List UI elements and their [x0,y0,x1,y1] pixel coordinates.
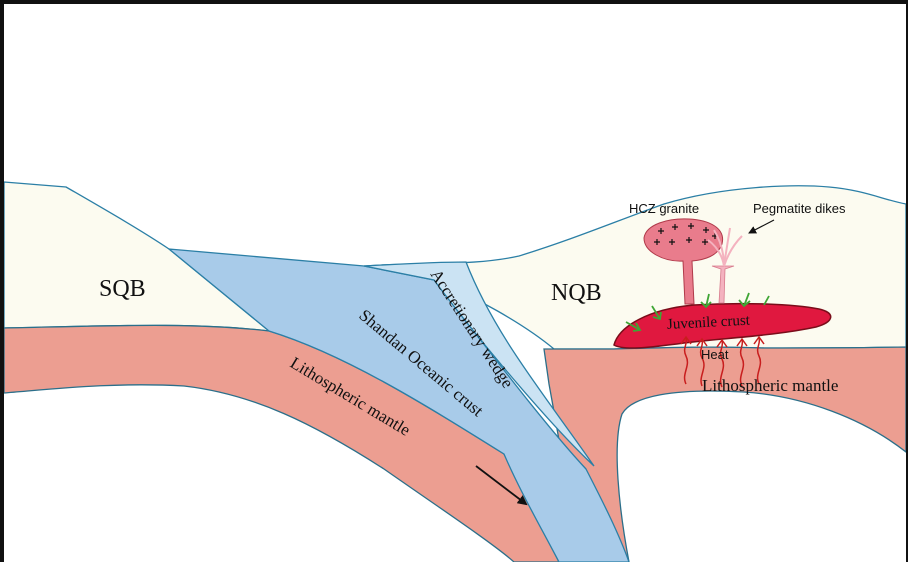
tectonic-diagram: SQB NQB Accretionary wedge Shandan Ocean… [4,4,906,562]
sqb-label: SQB [99,276,146,302]
nqb-label: NQB [551,280,602,306]
lithospheric-mantle-right-label: Lithospheric mantle [702,376,838,395]
heat-label: Heat [701,347,729,362]
hcz-granite-label: HCZ granite [629,201,699,216]
pegmatite-dikes-label: Pegmatite dikes [753,201,846,216]
